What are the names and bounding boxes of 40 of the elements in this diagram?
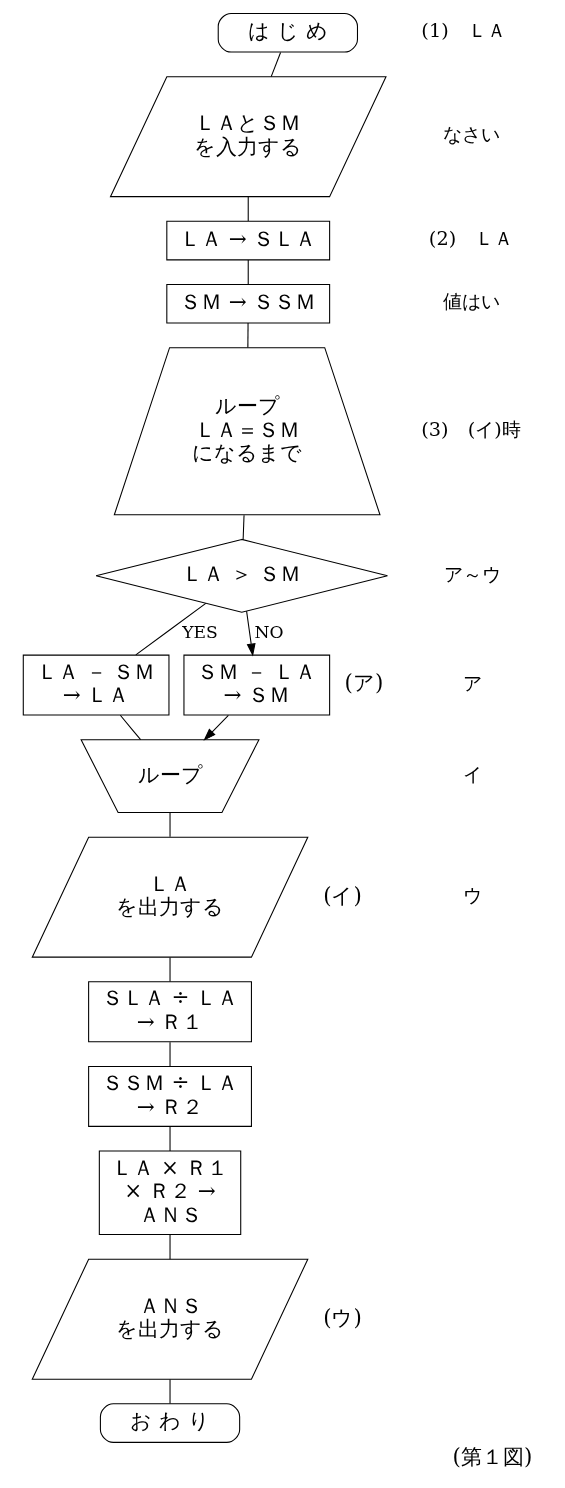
connector xyxy=(270,51,282,78)
connector xyxy=(169,1126,171,1152)
node-box: ＳＭ － ＬＡ → ＳＭ xyxy=(183,654,331,716)
node-box: ＳＬＡ ÷ ＬＡ → Ｒ１ xyxy=(88,981,252,1043)
connector xyxy=(242,514,245,541)
node-box: ＬＡ × Ｒ１ × Ｒ２ → ＡＮＳ xyxy=(98,1150,242,1236)
label: イ xyxy=(462,762,482,786)
connector xyxy=(169,1234,171,1260)
node-label: (イ) xyxy=(323,882,362,908)
connector xyxy=(169,812,171,838)
node-box: お わ り xyxy=(99,1403,241,1443)
label: ウ xyxy=(462,883,482,907)
node-label: (ウ) xyxy=(323,1304,362,1330)
connector xyxy=(135,602,207,656)
connector xyxy=(247,259,249,285)
node-box: ＬＡ → ＳＬＡ xyxy=(166,220,331,261)
edge-label: NO xyxy=(254,621,284,642)
label: なさい xyxy=(442,123,500,147)
node-box: は じ め xyxy=(217,12,358,53)
node-box: ＬＡ － ＳＭ → ＬＡ xyxy=(22,654,170,716)
arrow xyxy=(246,610,256,657)
label: (1) ＬＡ xyxy=(421,19,506,43)
label: (2) ＬＡ xyxy=(428,227,514,251)
node-box: ＳＭ → ＳＳＭ xyxy=(166,283,331,324)
label: (3) (イ)時 xyxy=(421,417,521,441)
connector xyxy=(247,196,249,222)
node-box: ＳＳＭ ÷ ＬＡ → Ｒ２ xyxy=(88,1065,252,1127)
node-diamond: ＬＡ ＞ ＳＭ xyxy=(95,538,388,613)
connector xyxy=(119,714,142,741)
arrow xyxy=(203,714,229,741)
caption: (第１図) xyxy=(452,1443,533,1469)
edge-label: YES xyxy=(182,621,218,642)
node-label: (ア) xyxy=(344,670,384,696)
connector xyxy=(169,1378,171,1405)
connector xyxy=(247,322,249,348)
connector xyxy=(169,956,171,983)
label: ア～ウ xyxy=(443,562,501,586)
label: ア xyxy=(462,671,482,695)
label: 値はい xyxy=(442,290,500,314)
connector xyxy=(169,1041,171,1067)
